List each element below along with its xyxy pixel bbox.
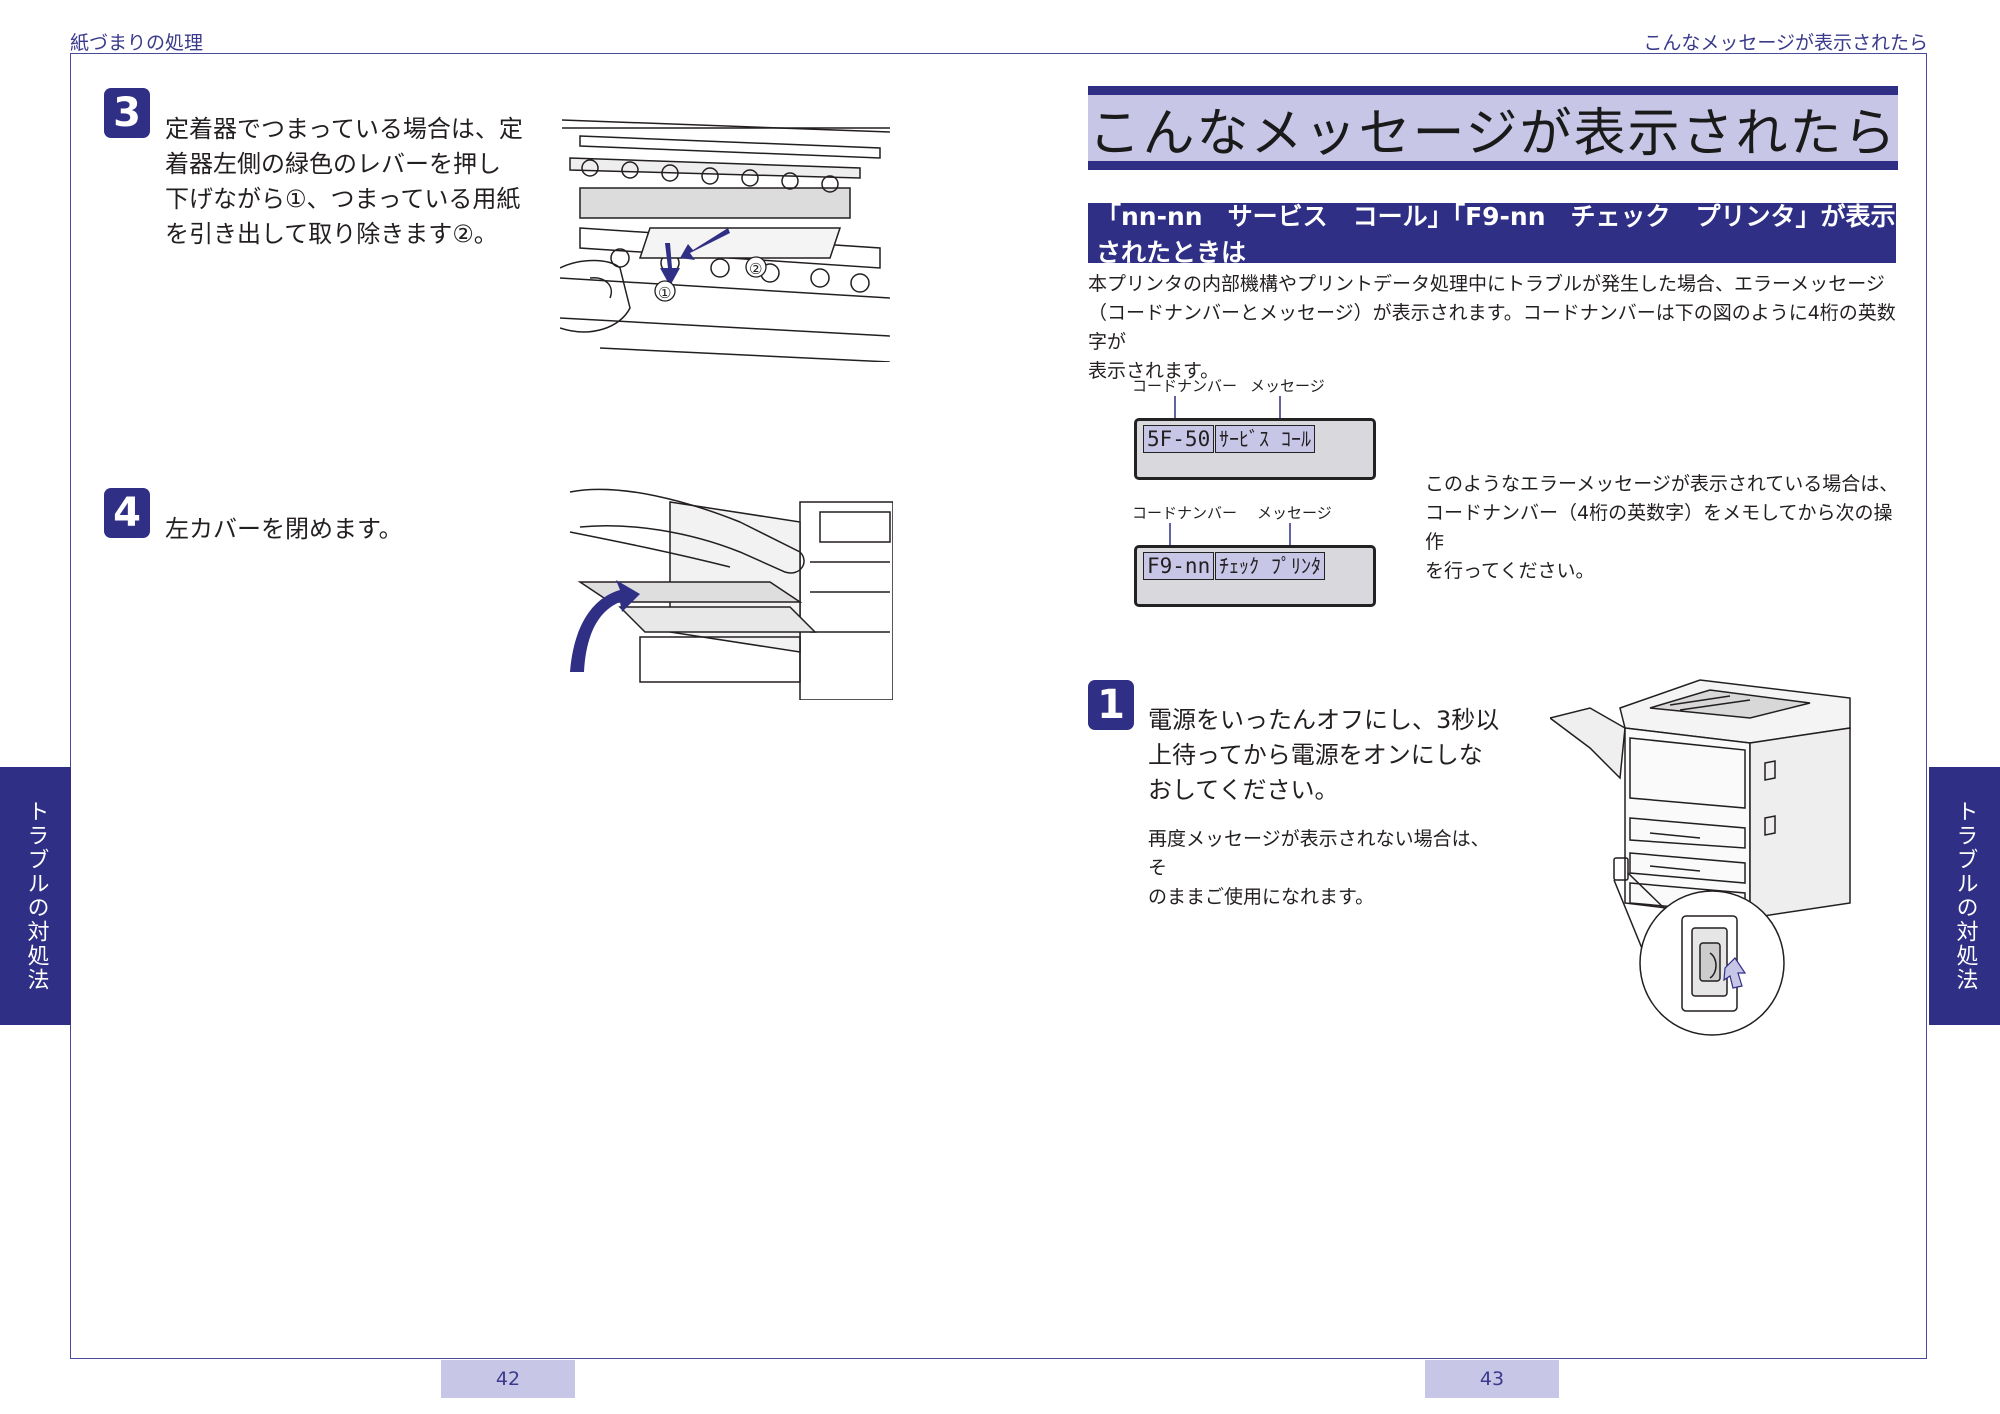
page-number-left: 42 <box>441 1360 575 1398</box>
step-3-badge: 3 <box>104 88 150 138</box>
step-3-line-2: 着器左側の緑色のレバーを押し <box>165 150 501 178</box>
note-line-1: このようなエラーメッセージが表示されている場合は、 <box>1425 473 1899 495</box>
lcd-display-1: 5F-50 ｻｰﾋﾞｽ ｺｰﾙ <box>1134 418 1376 480</box>
lcd-display-2: F9-nn ﾁｪｯｸ ﾌﾟﾘﾝﾀ <box>1134 545 1376 607</box>
lcd2-message: ﾁｪｯｸ ﾌﾟﾘﾝﾀ <box>1215 552 1326 580</box>
callout-2: ② <box>749 260 762 278</box>
intro-paragraph: 本プリンタの内部機構やプリントデータ処理中にトラブルが発生した場合、エラーメッセ… <box>1088 270 1908 386</box>
lcd1-code: 5F-50 <box>1143 425 1215 453</box>
lcd1-message: ｻｰﾋﾞｽ ｺｰﾙ <box>1215 425 1316 453</box>
note-paragraph: このようなエラーメッセージが表示されている場合は、 コードナンバー（4桁の英数字… <box>1425 470 1905 586</box>
step-1-note: 再度メッセージが表示されない場合は、そ のままご使用になれます。 <box>1148 825 1508 912</box>
intro-line-2: （コードナンバーとメッセージ）が表示されます。コードナンバーは下の図のように4桁… <box>1088 302 1896 353</box>
lcd2-label-code: コードナンバー <box>1132 504 1238 522</box>
step-1-text: 電源をいったんオフにし、3秒以 上待ってから電源をオンにしな おしてください。 <box>1148 703 1528 808</box>
step-3-line-4: を引き出して取り除きます②。 <box>165 220 498 248</box>
step-3-line-1: 定着器でつまっている場合は、定 <box>165 115 523 143</box>
header-right: こんなメッセージが表示されたら <box>1643 32 1928 54</box>
section-heading: 「nn-nn サービス コール」「F9-nn チェック プリンタ」が表示されたと… <box>1088 202 1896 267</box>
page-title: こんなメッセージが表示されたら <box>1088 86 1898 170</box>
side-tab-left: トラブルの対処法 <box>0 767 71 1025</box>
step-3-text: 定着器でつまっている場合は、定 着器左側の緑色のレバーを押し 下げながら①、つま… <box>165 112 525 252</box>
step-4-badge: 4 <box>104 488 150 538</box>
lcd1-label-message: メッセージ <box>1250 377 1325 395</box>
lcd2-label-message: メッセージ <box>1257 504 1332 522</box>
fixing-unit-illustration: ② ① <box>560 119 890 362</box>
callout-1: ① <box>658 284 671 302</box>
close-cover-illustration <box>569 488 893 700</box>
side-tab-right: トラブルの対処法 <box>1929 767 2000 1025</box>
step-1-line-3: おしてください。 <box>1148 776 1339 804</box>
step-3-line-3: 下げながら①、つまっている用紙 <box>165 185 521 213</box>
step-1-note-line-2: のままご使用になれます。 <box>1148 886 1375 908</box>
printer-power-switch-illustration <box>1550 679 1851 1036</box>
step-1-badge: 1 <box>1088 680 1134 730</box>
note-line-3: を行ってください。 <box>1425 560 1595 582</box>
page-number-right: 43 <box>1425 1360 1559 1398</box>
lcd2-code: F9-nn <box>1143 552 1215 580</box>
header-left: 紙づまりの処理 <box>70 32 204 54</box>
intro-line-1: 本プリンタの内部機構やプリントデータ処理中にトラブルが発生した場合、エラーメッセ… <box>1088 273 1885 295</box>
step-1-line-2: 上待ってから電源をオンにしな <box>1148 741 1483 769</box>
step-4-text: 左カバーを閉めます。 <box>165 515 403 543</box>
step-1-line-1: 電源をいったんオフにし、3秒以 <box>1148 706 1500 734</box>
intro-line-3: 表示されます。 <box>1088 360 1220 382</box>
note-line-2: コードナンバー（4桁の英数字）をメモしてから次の操作 <box>1425 502 1893 553</box>
page-frame <box>70 53 1927 1359</box>
lcd1-label-code: コードナンバー <box>1132 377 1238 395</box>
step-1-note-line-1: 再度メッセージが表示されない場合は、そ <box>1148 828 1490 879</box>
